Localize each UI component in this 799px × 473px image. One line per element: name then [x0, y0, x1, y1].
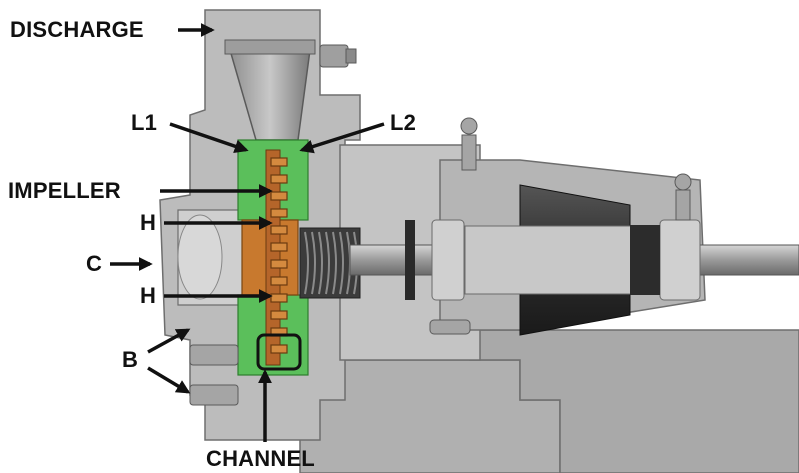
- spring-coil: [339, 231, 344, 295]
- impeller-vane: [270, 293, 288, 303]
- label-channel: CHANNEL: [206, 446, 315, 471]
- impeller-vane: [270, 242, 288, 252]
- label-h-upper: H: [140, 210, 157, 235]
- impeller-vane: [270, 191, 288, 201]
- spring-coil: [311, 231, 316, 295]
- spring-coil: [332, 231, 337, 295]
- label-impeller: IMPELLER: [8, 178, 121, 203]
- impeller-vane: [270, 344, 288, 354]
- impeller-vane: [270, 259, 288, 269]
- arrow-l2: [299, 122, 385, 154]
- label-h-lower: H: [140, 283, 157, 308]
- fittings: [189, 117, 692, 406]
- impeller-vane: [270, 208, 288, 218]
- discharge-nozzle: [224, 39, 357, 141]
- spring-coil: [318, 231, 323, 295]
- arrow-l1: [169, 122, 249, 153]
- impeller: [241, 149, 299, 366]
- arrow-b-lower: [147, 366, 191, 394]
- suction-inlet: [177, 209, 246, 306]
- channel-outline: [256, 333, 302, 371]
- label-c: C: [86, 251, 103, 276]
- label-discharge: DISCHARGE: [10, 17, 144, 42]
- label-b: B: [122, 347, 139, 372]
- base-frame: [299, 329, 799, 473]
- impeller-vane: [270, 310, 288, 320]
- impeller-vane: [270, 276, 288, 286]
- impeller-vane: [270, 174, 288, 184]
- impeller-vane: [270, 157, 288, 167]
- spring-coil: [325, 231, 330, 295]
- label-l1: L1: [131, 110, 158, 135]
- spring-coil: [304, 231, 309, 295]
- bearing-housing: [431, 184, 701, 336]
- arrow-b-upper: [147, 328, 191, 354]
- impeller-vane: [270, 225, 288, 235]
- label-l2: L2: [390, 110, 417, 135]
- callout-arrows: [110, 23, 385, 442]
